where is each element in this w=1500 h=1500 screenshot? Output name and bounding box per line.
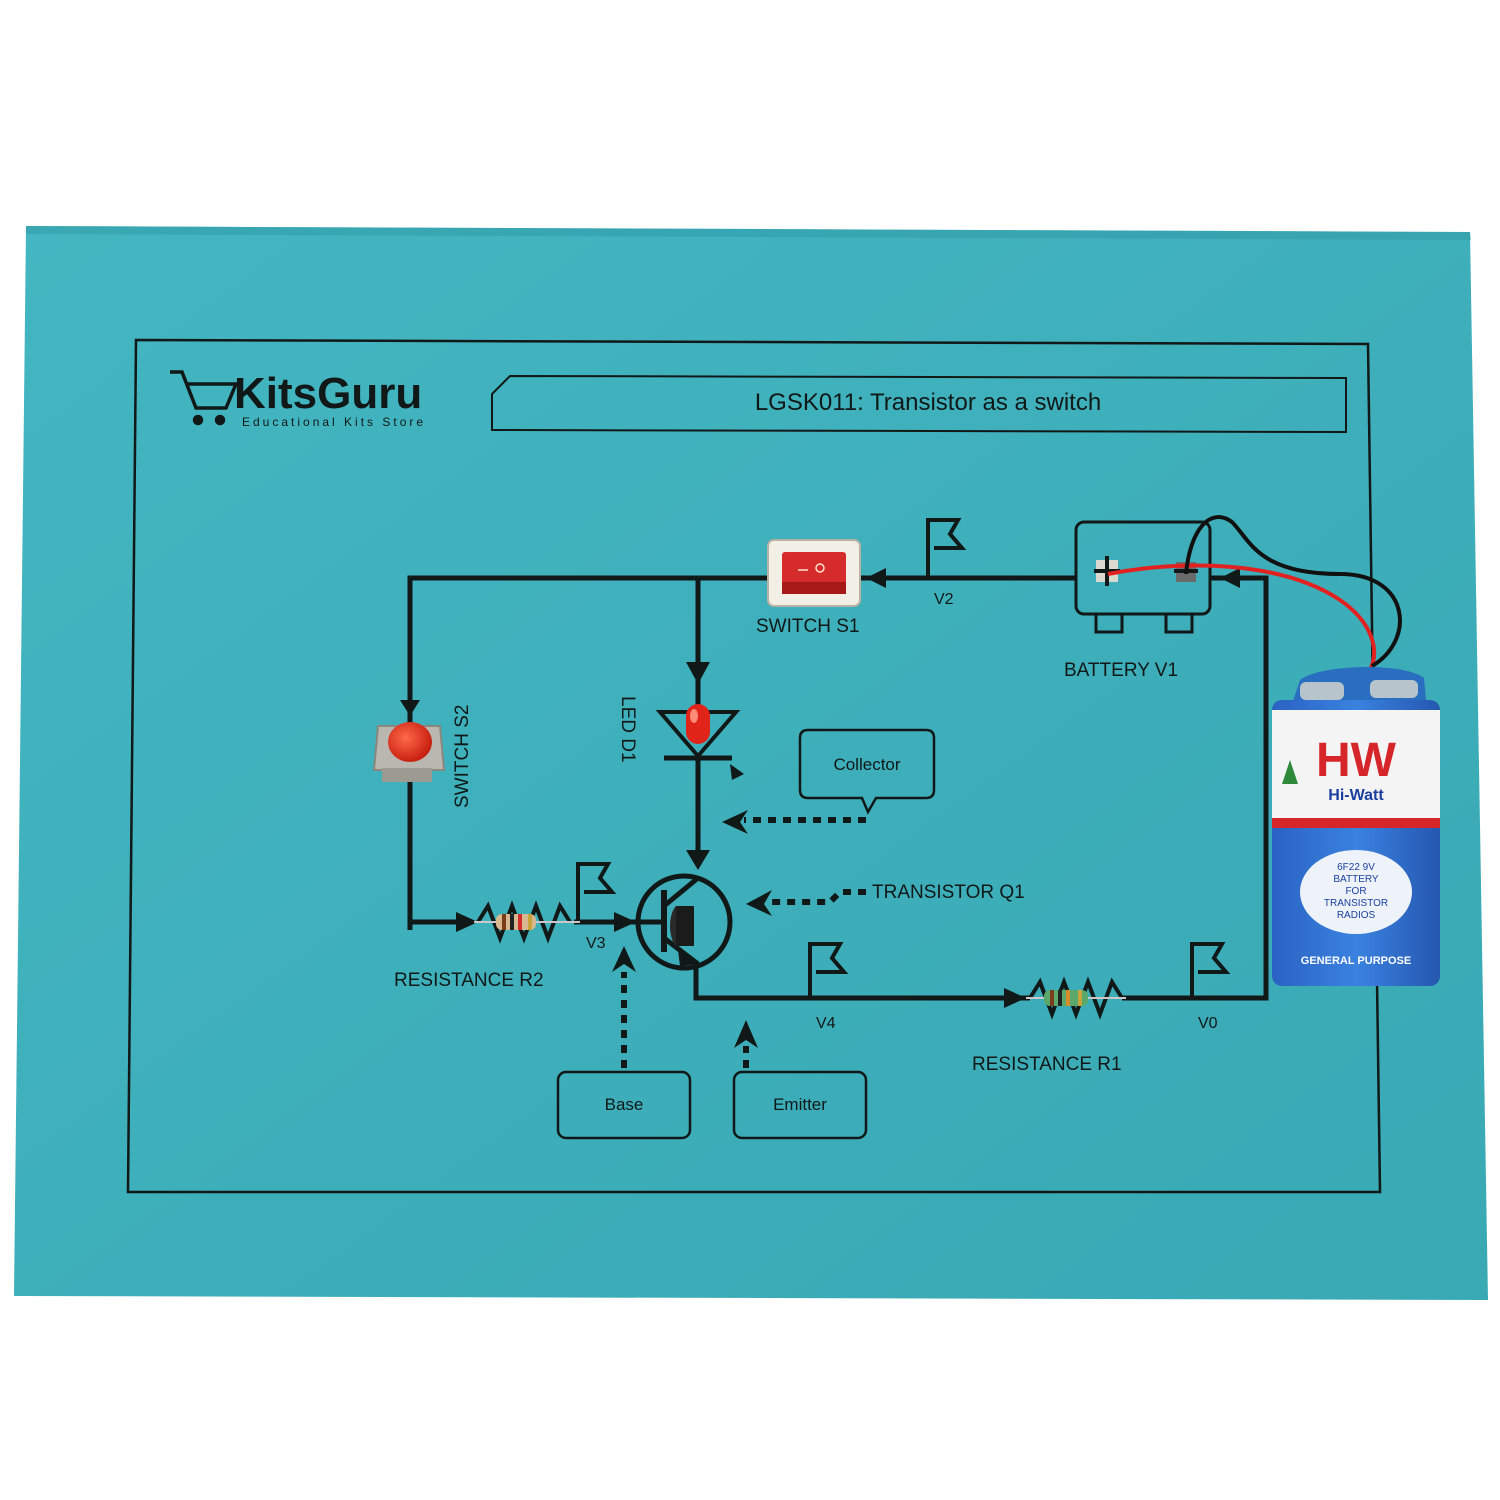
tp-v2-label: V2 [934,591,954,608]
test-point-flags [576,518,1231,998]
collector-label: Collector [833,755,900,774]
base-label: Base [605,1095,644,1114]
battery-logo: HW [1316,734,1397,787]
transistor-q1-label: TRANSISTOR Q1 [872,882,1025,903]
title-box: LGSK011: Transistor as a switch [491,374,1347,434]
rocker-switch-s1[interactable] [767,539,861,607]
battery-spec-4: TRANSISTOR [1324,898,1388,909]
brand-tagline: Educational Kits Store [242,415,426,429]
board [14,226,1488,1300]
resistance-r1-label: RESISTANCE R1 [972,1054,1122,1075]
battery-spec-1: 6F22 9V [1337,862,1375,873]
resistor-r2 [474,900,580,944]
black-wire [1184,515,1402,668]
collector-callout [722,728,936,834]
emitter-label: Emitter [773,1095,827,1114]
tp-v0-label: V0 [1198,1015,1218,1032]
battery-spec-5: RADIOS [1337,910,1376,921]
emitter-callout [732,1020,868,1140]
transistor-q1-symbol [635,873,733,971]
nine-volt-battery: HW Hi-Watt 6F22 9V BATTERY FOR TRANSISTO… [1272,666,1440,986]
switch-s1-label: SWITCH S1 [756,616,859,637]
led-d1-symbol [655,704,744,780]
kit-title: LGSK011: Transistor as a switch [755,389,1101,416]
resistance-r2-label: RESISTANCE R2 [394,970,544,991]
battery-spec-3: FOR [1345,886,1366,897]
inner-frame [126,338,1382,1194]
battery-v1-label: BATTERY V1 [1064,660,1178,681]
brand-name: KitsGuru [234,369,422,418]
led-d1-label: LED D1 [617,696,638,763]
push-button-s2[interactable] [372,722,446,782]
transistor-pointer [746,889,866,916]
tree-icon [1282,760,1298,784]
tp-v4-label: V4 [816,1015,836,1032]
battery-spec-2: BATTERY [1333,874,1379,885]
cart-icon [170,370,239,426]
battery-brand: Hi-Watt [1328,787,1384,804]
kitsguru-logo: KitsGuru Educational Kits Store [170,369,426,429]
switch-s2-label: SWITCH S2 [452,705,473,808]
base-callout [556,946,692,1140]
tp-v3-label: V3 [586,935,606,952]
red-wire [1107,563,1376,671]
flow-arrows [400,568,1240,1008]
battery-purpose: GENERAL PURPOSE [1301,955,1411,967]
resistor-r1 [1026,976,1126,1020]
